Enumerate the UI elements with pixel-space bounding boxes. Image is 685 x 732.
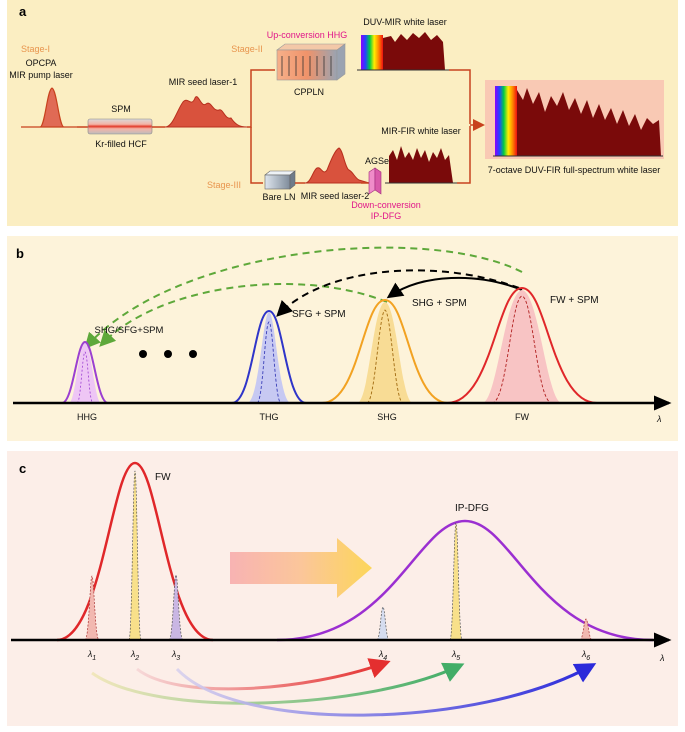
pump-label-line2: MIR pump laser — [9, 70, 73, 80]
hhg-peak-label: SHG/SFG+SPM — [95, 325, 164, 336]
lambda2-line — [128, 470, 142, 641]
spm-label: SPM — [111, 104, 131, 114]
lambda6-label: λ6 — [581, 649, 590, 662]
stage1-label: Stage-I — [21, 44, 50, 54]
fw-curve-label: FW — [155, 472, 171, 483]
panel-b: b SHG/SFG+SPM SFG + SPM SHG + SPM FW + S… — [7, 236, 678, 441]
lambda5-label: λ5 — [451, 649, 460, 662]
lambda4-line — [376, 606, 390, 641]
hcf-label: Kr-filled HCF — [95, 139, 147, 149]
axis-lambda: λ — [656, 414, 661, 424]
ellipsis-dot-1 — [139, 350, 147, 358]
stage2-label: Stage-II — [231, 44, 263, 54]
output-label: 7-octave DUV-FIR full-spectrum white las… — [488, 165, 661, 175]
mir-fir-label: MIR-FIR white laser — [381, 126, 461, 136]
lambda4-label: λ4 — [378, 649, 387, 662]
fw-peak — [446, 286, 598, 404]
panel-c-diagram: c FW IP-DFG λ1 λ2 λ3 λ4 λ5 λ6 λ — [11, 461, 672, 717]
green-arrow-fw-to-hhg — [84, 246, 523, 349]
cppln-crystal — [276, 43, 346, 81]
panel-c: c FW IP-DFG λ1 λ2 λ3 λ4 λ5 λ6 λ — [7, 451, 678, 726]
shg-peak — [321, 298, 449, 404]
dfg-arc-green — [91, 662, 465, 705]
hhg-peak — [61, 340, 109, 404]
lambda5-line — [449, 522, 463, 641]
axis-label-shg: SHG — [377, 412, 397, 422]
agse-label: AGSe — [365, 156, 389, 166]
panel-a: a Stage-I OPCPA MIR pump laser SPM Kr-fi… — [7, 0, 678, 226]
ellipsis-dot-2 — [164, 350, 172, 358]
seed1-spectrum — [164, 96, 248, 128]
lambda1-label: λ1 — [87, 649, 96, 662]
thg-peak-label: SFG + SPM — [292, 309, 346, 320]
panel-a-diagram: a Stage-I OPCPA MIR pump laser SPM Kr-fi… — [9, 4, 664, 221]
axis-label-thg: THG — [260, 412, 279, 422]
black-arrow-fw-to-shg — [386, 276, 523, 299]
ipdfg-curve-label: IP-DFG — [455, 503, 489, 514]
mir-fir-spectrum — [385, 146, 457, 184]
seed1-label: MIR seed laser-1 — [169, 77, 238, 87]
downconversion-label-line2: IP-DFG — [371, 211, 402, 221]
dfg-arc-red — [136, 658, 391, 691]
bare-ln-crystal — [264, 170, 296, 190]
stage3-label: Stage-III — [207, 180, 241, 190]
seed2-label: MIR seed laser-2 — [301, 191, 370, 201]
axis-label-hhg: HHG — [77, 412, 97, 422]
duv-mir-label: DUV-MIR white laser — [363, 17, 447, 27]
pump-label-line1: OPCPA — [26, 58, 57, 68]
panel-c-label: c — [19, 461, 26, 476]
fw-peak-label: FW + SPM — [550, 295, 599, 306]
hcf-fiber — [87, 118, 153, 135]
lambda1-line — [84, 575, 100, 641]
cppln-label: CPPLN — [294, 87, 324, 97]
lambda2-label: λ2 — [130, 649, 139, 662]
panel-a-label: a — [19, 4, 27, 19]
dfg-arc-blue — [175, 663, 597, 717]
axis-lambda-c: λ — [659, 653, 664, 663]
black-arrow-fw-to-thg — [276, 269, 520, 317]
upconversion-label: Up-conversion HHG — [267, 30, 348, 40]
pump-pulse — [21, 87, 77, 128]
shg-peak-label: SHG + SPM — [412, 298, 467, 309]
green-arrow-shg-to-hhg — [99, 283, 388, 347]
agse-crystal — [368, 167, 382, 195]
bare-ln-label: Bare LN — [262, 192, 295, 202]
downconversion-label-line1: Down-conversion — [351, 200, 421, 210]
panel-b-diagram: b SHG/SFG+SPM SFG + SPM SHG + SPM FW + S… — [13, 246, 672, 424]
lambda3-line — [168, 574, 184, 641]
full-spectrum-output — [485, 80, 664, 159]
thg-peak — [231, 309, 307, 404]
ellipsis-dot-3 — [189, 350, 197, 358]
lambda3-label: λ3 — [171, 649, 180, 662]
seed2-spectrum — [304, 147, 370, 184]
duv-mir-spectrum — [357, 32, 449, 71]
lambda6-line — [579, 618, 593, 641]
conversion-arrow — [230, 538, 372, 598]
axis-label-fw: FW — [515, 412, 529, 422]
panel-b-label: b — [16, 246, 24, 261]
ipdfg-curve — [276, 519, 654, 642]
